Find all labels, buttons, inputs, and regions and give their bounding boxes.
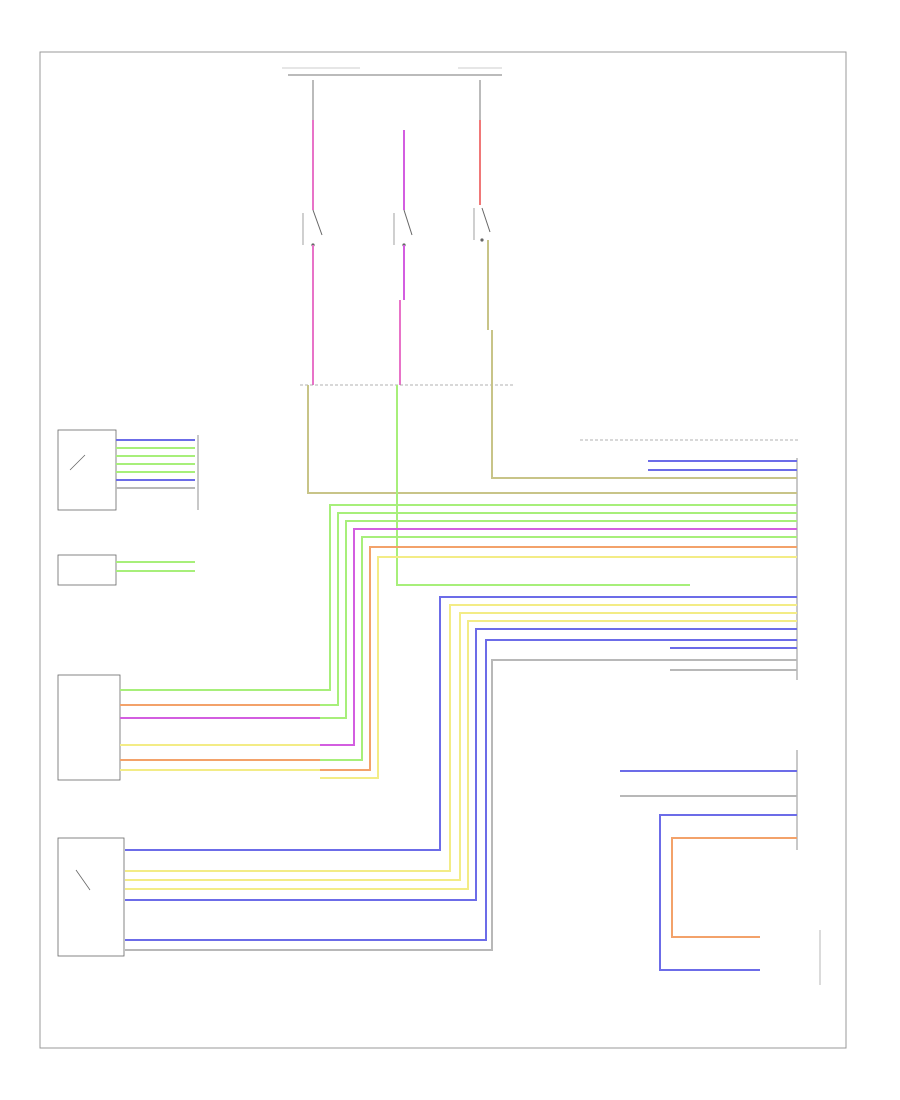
wire-apps-3 xyxy=(320,520,797,719)
wire-apps-7 xyxy=(320,556,797,779)
wire-green-to-pcm xyxy=(396,385,690,586)
oss-wire-blue xyxy=(659,814,797,971)
tps-wiper xyxy=(75,869,91,891)
wire-tps-5 xyxy=(125,628,797,901)
tps-box xyxy=(57,837,125,957)
cluster-box xyxy=(57,554,117,586)
wire-tps-4 xyxy=(125,620,797,890)
diagram-border xyxy=(39,51,847,1049)
oss-wire-orange xyxy=(671,837,797,938)
wire-tps-2 xyxy=(125,604,797,872)
wire-tps-7 xyxy=(125,659,797,951)
module-left-box xyxy=(57,429,117,511)
wire-tps-1 xyxy=(125,596,797,851)
wire-apps-1 xyxy=(320,504,797,691)
switch-2 xyxy=(393,209,413,247)
wire-tps-3 xyxy=(125,612,797,881)
wire-apps-5 xyxy=(320,536,797,761)
wire-olive-upper-to-pcm xyxy=(491,330,690,479)
module-left-switch xyxy=(69,454,86,471)
wire-olive-to-pcm xyxy=(307,385,690,494)
apps-box xyxy=(57,674,121,781)
wire-apps-4 xyxy=(320,528,797,746)
wire-tps-6 xyxy=(125,639,797,941)
wire-apps-6 xyxy=(320,546,797,771)
switch-3 xyxy=(473,207,491,242)
wire-apps-2 xyxy=(320,512,797,706)
switch-1 xyxy=(302,209,323,247)
